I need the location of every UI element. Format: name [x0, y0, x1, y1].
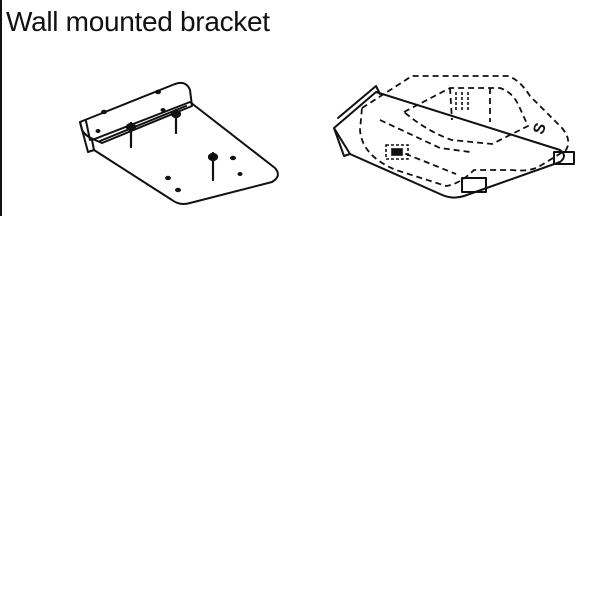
left-border-rule	[0, 0, 2, 216]
svg-text:S: S	[530, 121, 550, 137]
page-title: Wall mounted bracket	[6, 6, 270, 37]
